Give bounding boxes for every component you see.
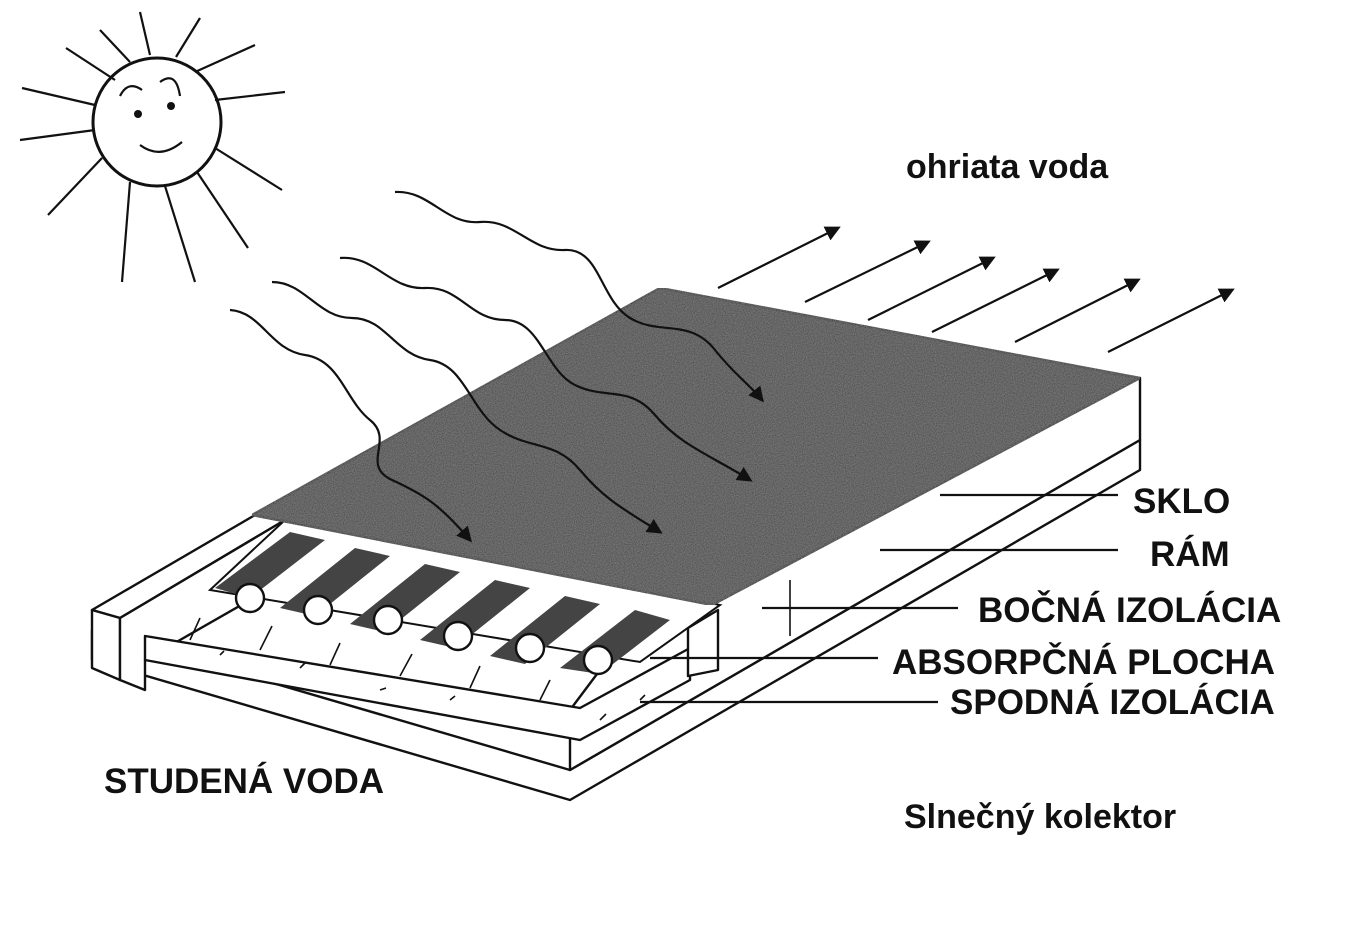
water-pipes [234, 582, 614, 676]
absorber-plate [207, 518, 723, 676]
cold-water-label: STUDENÁ VODA [104, 761, 384, 801]
radiation-arrow [394, 190, 764, 403]
radiation-arrow [229, 308, 473, 543]
radiation-arrows [229, 190, 764, 543]
sun-eye-left [134, 110, 142, 118]
hot-water-arrow [1107, 288, 1235, 353]
hot-water-label: ohriata voda [906, 148, 1109, 186]
sun-eye-right [167, 102, 175, 110]
radiation-arrow [271, 280, 663, 534]
part-label-glass: SKLO [1133, 482, 1230, 521]
hot-water-arrow [804, 240, 931, 303]
hot-water-arrow [1014, 278, 1141, 343]
sun-icon [19, 11, 286, 283]
bottom-insulation-slab [143, 634, 692, 742]
hot-water-arrow [931, 268, 1060, 333]
pipe-end [234, 582, 266, 614]
sun-eyebrow-right [159, 77, 182, 97]
sun-smile [139, 141, 183, 153]
sun-rays [19, 11, 286, 283]
part-label-absorber: ABSORPČNÁ PLOCHA [892, 642, 1275, 682]
leader-lines [640, 493, 1118, 704]
insulation-texture [189, 617, 646, 721]
pipe-end [514, 632, 546, 664]
diagram-caption: Slnečný kolektor [904, 798, 1176, 836]
sun-eyebrow-left [119, 85, 143, 97]
part-label-bottom-insulation: SPODNÁ IZOLÁCIA [950, 682, 1275, 722]
glass-cover [248, 286, 1144, 607]
pipe-end [442, 620, 474, 652]
hot-water-arrow [717, 226, 841, 289]
frame-left-front [90, 608, 122, 682]
frame-right-post [686, 608, 720, 678]
pipe-end [302, 594, 334, 626]
part-label-frame: RÁM [1150, 534, 1230, 574]
hot-water-arrows [717, 226, 1235, 353]
radiation-arrow [339, 256, 753, 482]
hot-water-arrow [867, 256, 996, 321]
part-label-side-insulation: BOČNÁ IZOLÁCIA [978, 590, 1281, 630]
pipe-end [372, 604, 404, 636]
pipe-end [582, 644, 614, 676]
collector-body [90, 376, 1142, 802]
